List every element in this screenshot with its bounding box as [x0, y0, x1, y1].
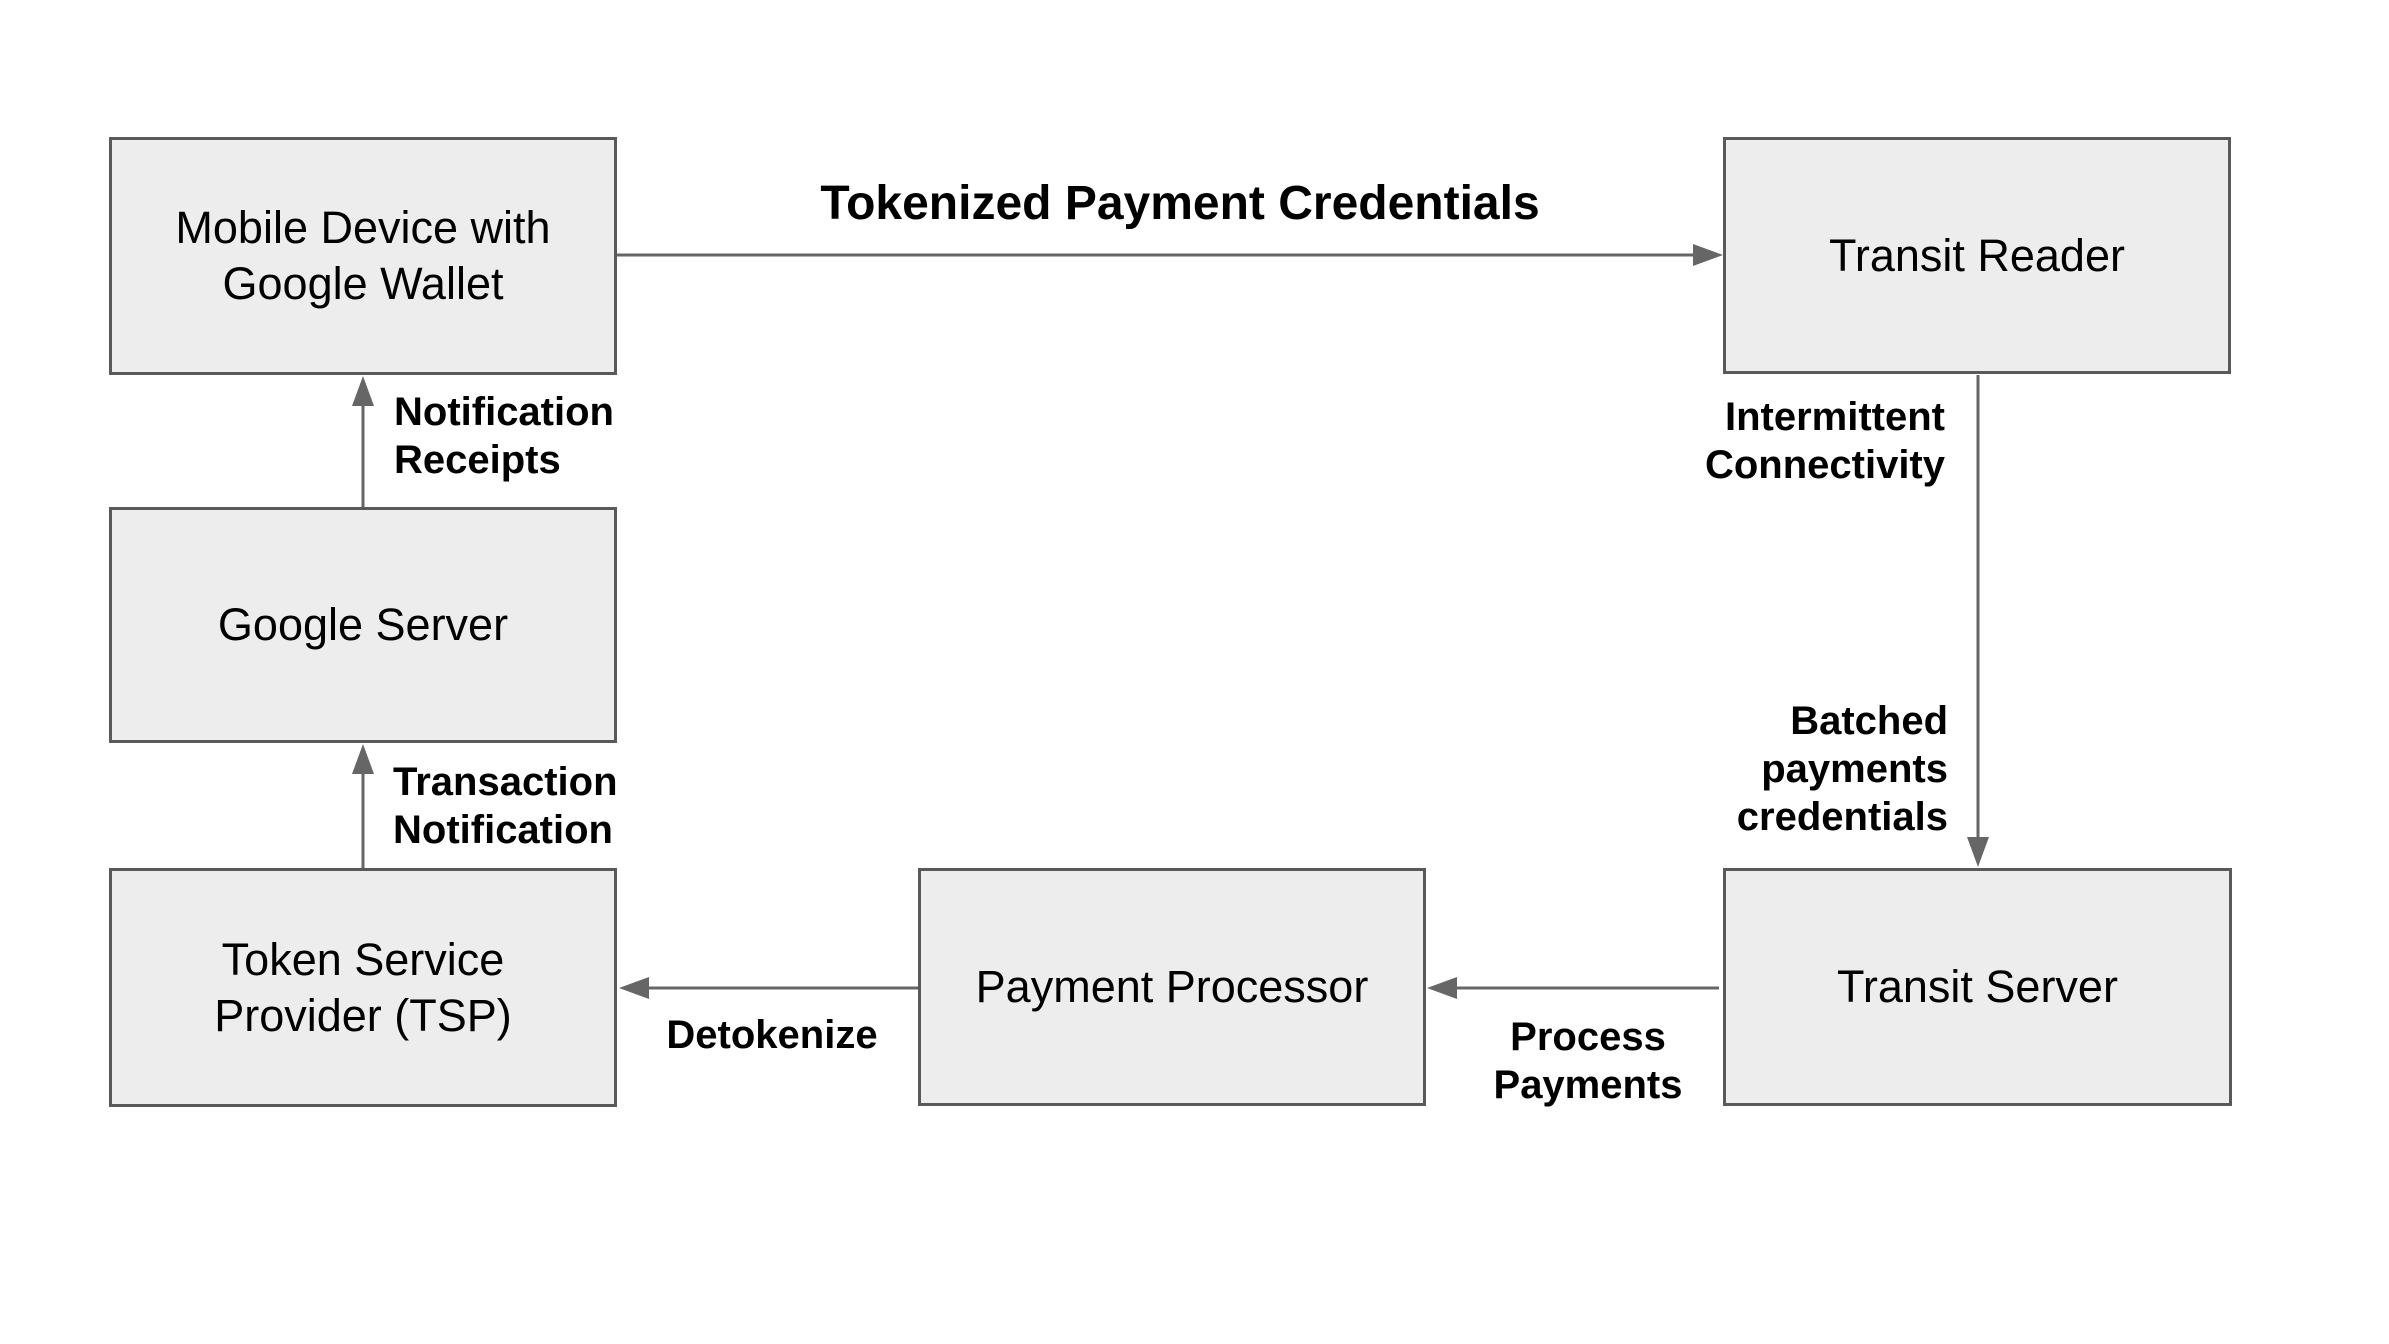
node-payment-processor: Payment Processor [918, 868, 1426, 1106]
node-label-line: Mobile Device with [175, 202, 551, 253]
node-label-line: Transit Server [1837, 961, 2118, 1012]
edge-label-line: Detokenize [666, 1013, 878, 1057]
node-label-line: Provider (TSP) [214, 989, 512, 1041]
edge-label-line: Tokenized Payment Credentials [820, 177, 1540, 230]
edge-label-line: Payments [1493, 1063, 1683, 1107]
edge-label-line: Receipts [394, 438, 561, 482]
edge-label-tokenized-payment-credentials: Tokenized Payment Credentials [820, 180, 1539, 228]
node-label-line: Transit Reader [1829, 229, 2125, 281]
arrowhead-transit-to-processor [1427, 977, 1457, 999]
edge-label-line: payments [1761, 747, 1948, 791]
arrowhead-tsp-to-google [352, 744, 374, 774]
edge-label-line: credentials [1736, 795, 1948, 839]
arrowhead-mobile-to-reader [1693, 244, 1723, 266]
node-transit-reader: Transit Reader [1723, 137, 2231, 374]
edge-label-line: Notification [394, 390, 614, 434]
edge-label-line: Intermittent [1725, 395, 1945, 439]
edge-label-line: Transaction [393, 760, 618, 804]
edge-label-line: Notification [393, 808, 613, 852]
node-google-server: Google Server [109, 507, 617, 743]
edge-label-detokenize: Detokenize [666, 1011, 877, 1059]
node-label-line: Google Wallet [222, 258, 504, 309]
arrowhead-google-to-mobile [352, 376, 374, 406]
edge-label-line: Connectivity [1704, 443, 1945, 487]
node-label-line: Token Service [221, 933, 505, 985]
arrowhead-processor-to-tsp [619, 977, 649, 999]
arrowhead-reader-to-transit [1967, 837, 1989, 867]
node-label-line: Payment Processor [975, 961, 1369, 1012]
node-label-line: Google Server [217, 599, 509, 650]
node-transit-server: Transit Server [1723, 868, 2232, 1106]
edge-label-line: Process [1510, 1015, 1666, 1059]
edge-label-line: Batched [1790, 699, 1948, 743]
